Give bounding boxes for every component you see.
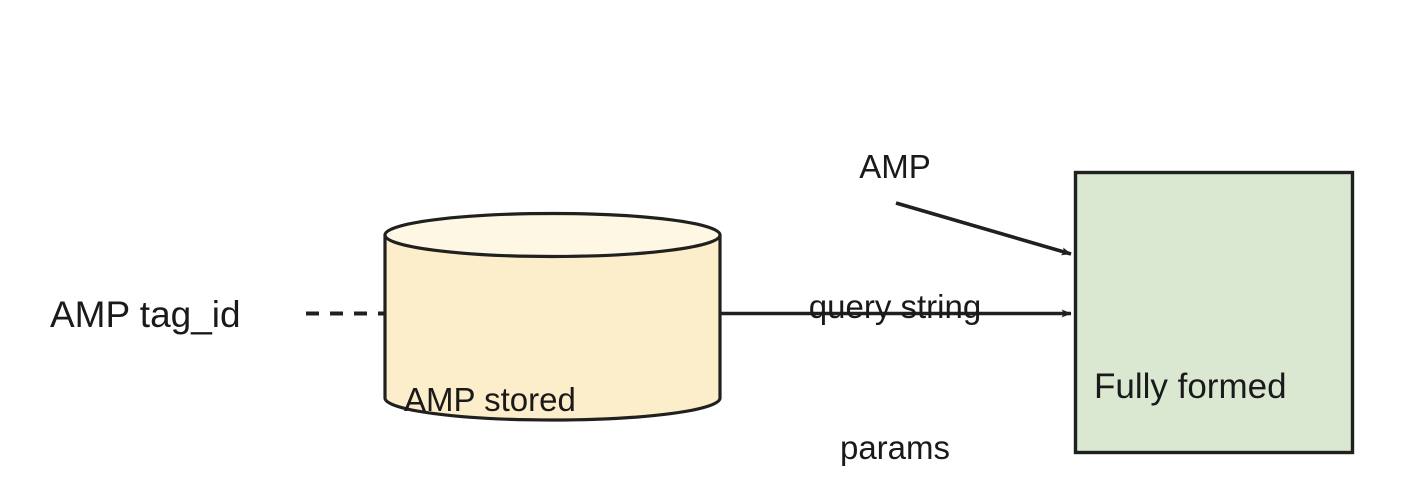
ortb-output-box [1073,170,1355,455]
ortb-output-label: Fully formed ORTB [1094,271,1287,498]
stored-request-cylinder-body [383,233,722,422]
query-params-label-line3: params [839,428,951,466]
stored-request-label-line1: AMP stored [404,380,576,418]
stored-request-cylinder-top [383,211,722,259]
query-params-label: AMP query string params [780,50,1010,498]
connector-params-to-ortb [895,201,1072,256]
ortb-output-label-line1: Fully formed [1094,367,1287,407]
query-params-label-line2: query string [808,288,982,326]
input-label: AMP tag_id [50,294,241,335]
stored-request-label: AMP stored request template [404,283,650,498]
query-params-label-line1: AMP [859,147,931,185]
